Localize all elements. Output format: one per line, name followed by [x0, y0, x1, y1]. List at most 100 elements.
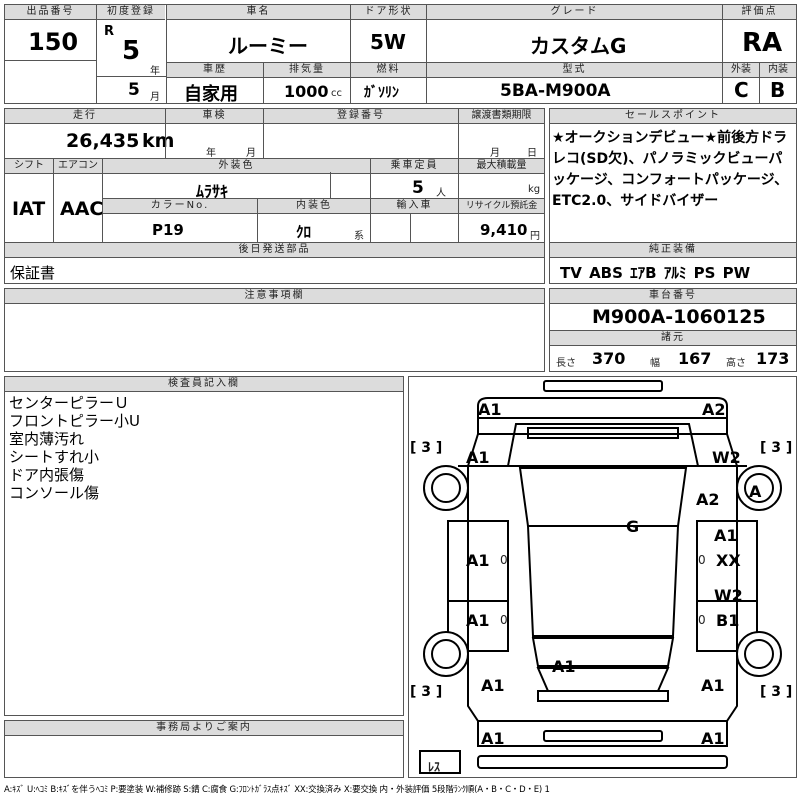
shift: IAT	[12, 198, 46, 220]
fuel-label: 燃料	[351, 63, 426, 78]
door-type: 5W	[370, 30, 406, 54]
fuel: ｶﾞｿﾘﾝ	[364, 85, 399, 101]
recycle-unit: 円	[530, 231, 540, 242]
grade: カスタムG	[530, 34, 627, 58]
mark-trunk: A1	[552, 657, 576, 676]
cautions-label: 注意事項欄	[5, 289, 544, 304]
tire-rear-right: [ 3 ]	[760, 684, 793, 700]
max-load-unit: kg	[528, 184, 541, 195]
door-mark-rf: 0	[698, 553, 706, 567]
tire-rear-left: [ 3 ]	[410, 684, 443, 700]
equipment-list: TV ABS ｴｱB ｱﾙﾐ PS PW	[560, 262, 750, 283]
displacement-label: 排気量	[264, 63, 350, 78]
sales-points-label: セールスポイント	[550, 109, 796, 124]
later-parts-text: 保証書	[10, 264, 56, 282]
inspector-note: センターピラーＵ	[9, 394, 130, 412]
mark-roof: G	[626, 517, 640, 536]
mileage-label: 走行	[5, 109, 165, 124]
reg-year: 5	[122, 36, 141, 66]
equipment-alloy: ｱﾙﾐ	[663, 264, 687, 282]
tire-front-right: [ 3 ]	[760, 440, 793, 456]
equipment-ps: PS	[693, 264, 716, 282]
shift-label: シフト	[5, 159, 53, 174]
import-label: 輸入車	[371, 199, 458, 214]
mark-front-right-door-area: A2	[696, 490, 720, 509]
inspector-note: 室内薄汚れ	[9, 430, 85, 448]
inspection-label: 車検	[166, 109, 263, 124]
type-code: 5BA-M900A	[500, 81, 611, 101]
recycle-label: リサイクル預託金	[459, 199, 544, 214]
chassis-number: M900A-1060125	[592, 306, 766, 328]
height: 173	[756, 349, 790, 368]
mark-rear-left-quarter: A1	[481, 676, 505, 695]
transfer-day: 日	[527, 148, 537, 159]
color-no-label: カラーNo.	[103, 199, 257, 214]
interior-grade: B	[770, 78, 786, 102]
equipment-airbag: ｴｱB	[630, 264, 657, 282]
door-label: ドア形状	[351, 5, 426, 20]
tire-front-left: [ 3 ]	[410, 440, 443, 456]
inspector-notes: センターピラーＵ フロントピラー小U 室内薄汚れ シートすれ小 ドア内張傷 コン…	[9, 394, 140, 502]
length: 370	[592, 349, 626, 368]
int-color-label: 内装色	[258, 199, 370, 214]
interior-label: 内装	[760, 63, 796, 78]
aircon: AAC	[60, 198, 104, 220]
first-reg-label: 初度登録	[97, 5, 165, 20]
equipment-abs: ABS	[589, 264, 623, 282]
capacity: 5	[412, 178, 424, 198]
mileage: 26,435	[66, 130, 140, 152]
lot-label: 出品番号	[5, 5, 96, 20]
equipment-tv: TV	[560, 264, 582, 282]
door-mark-lf: 0	[500, 553, 508, 567]
damage-diagram	[408, 376, 797, 778]
equipment-label: 純正装備	[550, 243, 796, 258]
era: R	[104, 24, 115, 39]
later-parts-label: 後日発送部品	[5, 243, 544, 258]
reg-month: 5	[128, 80, 140, 100]
width-label: 幅	[650, 358, 660, 369]
type-label: 型式	[427, 63, 722, 78]
history: 自家用	[184, 84, 238, 105]
door-mark-lr: 0	[500, 613, 508, 627]
model-label: 車名	[167, 5, 350, 20]
capacity-unit: 人	[436, 188, 446, 199]
inspection-year: 年	[206, 148, 216, 159]
height-label: 高さ	[726, 358, 746, 369]
office-label: 事務局よりご案内	[5, 721, 403, 736]
legend: A:ｷｽﾞ U:ﾍｺﾐ B:ｷｽﾞを伴うﾍｺﾐ P:要塗装 W:補修跡 S:錆 …	[4, 785, 550, 795]
car-outline	[419, 380, 782, 774]
inspection-month: 月	[246, 148, 256, 159]
header-section	[4, 4, 797, 104]
chassis-label: 車台番号	[550, 289, 796, 304]
reg-no-label: 登録番号	[264, 109, 458, 124]
door-mark-rr: 0	[698, 613, 706, 627]
inspector-note: シートすれ小	[9, 448, 100, 466]
dims-label: 諸元	[550, 331, 796, 346]
color: ﾑﾗｻｷ	[196, 182, 229, 201]
mark-right-front-door-1: A1	[714, 526, 738, 545]
int-color: ｸﾛ	[296, 223, 312, 241]
int-color-unit: 系	[354, 231, 364, 242]
mark-right-rear-door-1: W2	[714, 586, 743, 605]
transfer-month: 月	[490, 148, 500, 159]
width: 167	[678, 349, 712, 368]
mark-left-rear-door: A1	[466, 611, 490, 630]
inspector-note: コンソール傷	[9, 484, 100, 502]
inspector-note: ドア内張傷	[9, 466, 85, 484]
mark-front-right-fender: W2	[712, 448, 741, 467]
mark-front-left-fender: A1	[466, 448, 490, 467]
mark-front-left-corner: A1	[478, 400, 502, 419]
grade-label: グレード	[427, 5, 722, 20]
mark-right-rear-door-2: B1	[716, 611, 740, 630]
spare-tire: ﾚｽ	[428, 760, 441, 774]
max-load-label: 最大積載量	[459, 159, 544, 174]
mark-front-right-wheel: A	[749, 482, 762, 501]
mark-rear-left-bumper: A1	[481, 729, 505, 748]
aircon-label: エアコン	[54, 159, 102, 174]
inspector-box	[4, 376, 404, 716]
mark-front-right-corner: A2	[702, 400, 726, 419]
history-label: 車歴	[167, 63, 263, 78]
capacity-label: 乗車定員	[371, 159, 458, 174]
displacement: 1000	[284, 82, 329, 101]
score: RA	[742, 28, 783, 58]
